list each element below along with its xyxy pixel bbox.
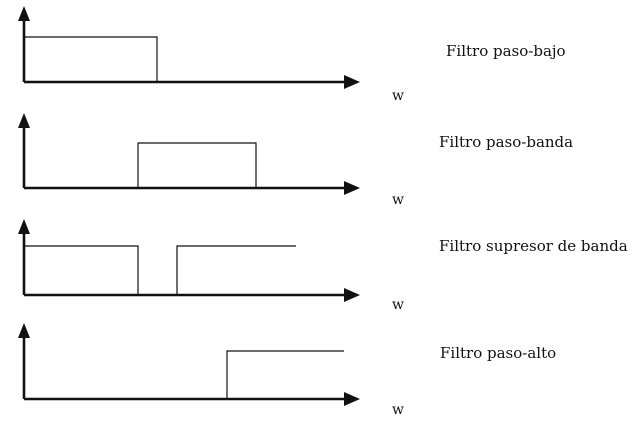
panel-low-pass: w Filtro paso-bajo (18, 6, 566, 104)
response-curve (137, 142, 257, 188)
response-curve (24, 36, 158, 82)
x-axis (24, 181, 360, 195)
axis-label-w: w (392, 297, 404, 313)
filter-label: Filtro supresor de banda (439, 237, 628, 255)
response-curve-high-band (176, 245, 296, 295)
x-axis-arrow-icon (344, 392, 360, 406)
axis-label-w: w (392, 88, 404, 104)
response-curve (226, 350, 344, 399)
x-axis-arrow-icon (344, 181, 360, 195)
response-curve-low-band (24, 245, 139, 295)
x-axis-arrow-icon (344, 75, 360, 89)
y-axis (18, 6, 30, 82)
y-axis (18, 323, 30, 399)
x-axis (24, 288, 360, 302)
y-axis (18, 113, 30, 188)
panel-band-pass: w Filtro paso-banda (18, 113, 573, 208)
panel-high-pass: w Filtro paso-alto (18, 323, 556, 418)
x-axis (24, 75, 360, 89)
panel-band-stop: w Filtro supresor de banda (18, 219, 628, 313)
y-axis-arrow-icon (18, 219, 30, 234)
y-axis-arrow-icon (18, 323, 30, 338)
filter-label: Filtro paso-bajo (446, 42, 566, 60)
filter-label: Filtro paso-banda (439, 133, 573, 151)
x-axis-arrow-icon (344, 288, 360, 302)
y-axis (18, 219, 30, 295)
y-axis-arrow-icon (18, 6, 30, 21)
axis-label-w: w (392, 192, 404, 208)
x-axis (24, 392, 360, 406)
filter-label: Filtro paso-alto (440, 344, 556, 362)
axis-label-w: w (392, 402, 404, 418)
y-axis-arrow-icon (18, 113, 30, 128)
